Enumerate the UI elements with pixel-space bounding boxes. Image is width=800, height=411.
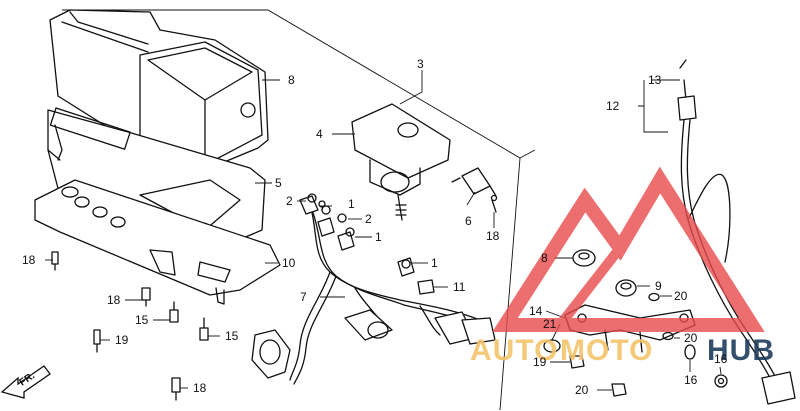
collar-16-a xyxy=(684,344,696,360)
callout-8-a: 8 xyxy=(541,251,548,265)
screw-18-b xyxy=(141,287,151,307)
callout-11: 11 xyxy=(453,280,466,294)
callout-9: 8 xyxy=(288,73,295,87)
assembly-frame xyxy=(62,9,536,411)
callout-21: 21 xyxy=(543,317,557,331)
watermark-logo-shape xyxy=(492,166,765,332)
grommet-8-a xyxy=(572,249,596,267)
watermark-word-a: AUTO xyxy=(470,334,558,367)
screw-18-a xyxy=(51,251,59,271)
callout-18-a: 18 xyxy=(22,253,36,267)
callout-15-b: 15 xyxy=(225,329,239,343)
bulb-17 xyxy=(490,194,498,213)
callout-7: 7 xyxy=(300,290,307,304)
nut-19-b xyxy=(611,383,627,397)
callout-8-b: 9 xyxy=(655,279,662,293)
callout-20-b: 20 xyxy=(684,331,698,345)
callout-18-c: 19 xyxy=(115,333,129,347)
grommet-8-b xyxy=(615,279,637,297)
callout-15-a: 15 xyxy=(135,313,149,327)
callout-5: 5 xyxy=(275,176,282,190)
washer-20-a xyxy=(648,292,660,302)
speedometer-cable xyxy=(677,59,796,405)
bulb-socket-6 xyxy=(451,167,497,197)
nut-19-a xyxy=(569,355,585,369)
watermark: AUTO MOTO HUB xyxy=(470,166,775,367)
screw-18-d xyxy=(171,377,181,401)
screw-18-c xyxy=(93,329,101,353)
callout-4: 4 xyxy=(316,127,323,141)
callout-3: 3 xyxy=(417,57,424,71)
callout-16-a: 16 xyxy=(684,373,698,387)
callout-19-b: 20 xyxy=(575,383,589,397)
bolt-15-a xyxy=(169,301,179,323)
meter-case-lower xyxy=(34,179,281,305)
callout-2-a: 2 xyxy=(286,194,293,208)
callout-1-c: 1 xyxy=(431,256,438,270)
watermark-logo xyxy=(492,166,765,332)
callout-17: 18 xyxy=(486,229,500,243)
callout-1-b: 1 xyxy=(375,230,382,244)
callouts: 8 3 4 5 2 1 2 1 6 18 1 10 11 7 18 18 15 … xyxy=(22,57,728,397)
callout-12: 12 xyxy=(606,99,620,113)
indicator-unit xyxy=(351,103,451,221)
callout-20-a: 20 xyxy=(674,289,688,303)
callout-2-b: 2 xyxy=(365,212,372,226)
callout-18-d: 18 xyxy=(193,381,207,395)
callout-6: 6 xyxy=(465,214,472,228)
washer-20-b xyxy=(662,331,674,341)
wire-harness xyxy=(251,193,496,385)
watermark-word-b: MOTO xyxy=(560,334,653,367)
callout-16-b: 16 xyxy=(714,352,728,366)
front-direction-arrow: FR. xyxy=(0,365,51,399)
callout-13: 13 xyxy=(648,73,662,87)
watermark-word-c: HUB xyxy=(707,334,775,367)
callout-18-b: 18 xyxy=(107,293,121,307)
callout-10: 10 xyxy=(282,256,296,270)
bolt-15-b xyxy=(199,317,209,341)
callout-14: 14 xyxy=(529,304,543,318)
washer-16-b xyxy=(714,374,728,388)
callout-1-a: 1 xyxy=(348,197,355,211)
callout-19-a: 19 xyxy=(533,355,547,369)
